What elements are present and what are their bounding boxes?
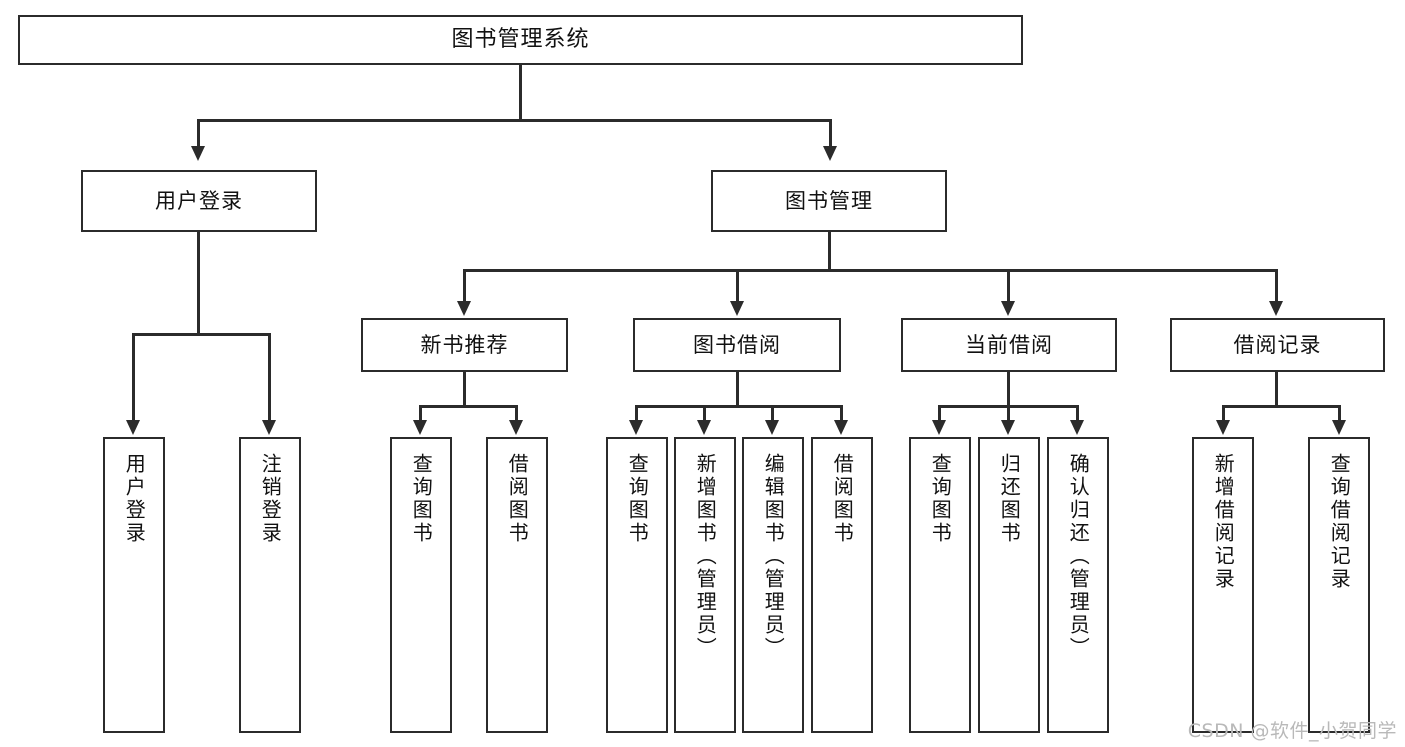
node-label: 图书管理 xyxy=(785,188,873,213)
node-label: 借阅记录 xyxy=(1233,332,1322,357)
leaf-new-book-query[interactable]: 查询图书 xyxy=(390,437,452,733)
connector-bb-leg-4 xyxy=(840,405,843,422)
node-label: 图书管理系统 xyxy=(451,27,590,53)
arrowhead-current-borrow xyxy=(1001,301,1015,316)
node-label: 新书推荐 xyxy=(420,332,509,357)
connector-new-book-bus xyxy=(419,405,517,408)
leaf-logout[interactable]: 注销登录 xyxy=(239,437,301,733)
arrowhead-new-book-rec xyxy=(457,301,471,316)
node-label: 查询图书 xyxy=(928,453,953,545)
arrowhead-br-leaf-1 xyxy=(1216,420,1230,435)
connector-level3-leg-3 xyxy=(1007,269,1010,303)
node-label: 借阅图书 xyxy=(830,453,855,545)
node-label: 确认归还（管理员） xyxy=(1066,453,1091,660)
connector-borrow-record-bus xyxy=(1222,405,1340,408)
connector-root-stem xyxy=(519,65,522,121)
node-label: 归还图书 xyxy=(997,453,1022,545)
arrowhead-leaf-logout xyxy=(262,420,276,435)
connector-user-login-stem xyxy=(197,232,200,335)
node-label: 查询图书 xyxy=(625,453,650,545)
node-label: 查询借阅记录 xyxy=(1327,453,1352,591)
arrowhead-book-manage xyxy=(823,146,837,161)
leaf-current-query[interactable]: 查询图书 xyxy=(909,437,971,733)
arrowhead-leaf-user-login xyxy=(126,420,140,435)
leaf-user-login[interactable]: 用户登录 xyxy=(103,437,165,733)
connector-book-borrow-bus xyxy=(635,405,842,408)
connector-level3-bus xyxy=(463,269,1277,272)
arrowhead-cb-leaf-3 xyxy=(1070,420,1084,435)
connector-borrow-record-stem xyxy=(1275,372,1278,407)
arrowhead-cb-leaf-1 xyxy=(932,420,946,435)
connector-book-borrow-stem xyxy=(736,372,739,407)
connector-book-management-stem xyxy=(828,232,831,271)
arrowhead-bb-leaf-3 xyxy=(765,420,779,435)
connector-level3-leg-1 xyxy=(463,269,466,303)
arrowhead-nb-leaf-1 xyxy=(413,420,427,435)
arrowhead-bb-leaf-1 xyxy=(629,420,643,435)
connector-level1-bus xyxy=(197,119,831,122)
node-label: 图书借阅 xyxy=(693,332,781,357)
connector-bb-leg-1 xyxy=(635,405,638,422)
node-label: 当前借阅 xyxy=(965,332,1053,357)
leaf-current-return[interactable]: 归还图书 xyxy=(978,437,1040,733)
connector-br-leg-1 xyxy=(1222,405,1225,422)
arrowhead-book-borrow xyxy=(730,301,744,316)
node-label: 新增图书（管理员） xyxy=(693,453,718,660)
node-label: 注销登录 xyxy=(258,453,283,545)
leaf-book-add-admin[interactable]: 新增图书（管理员） xyxy=(674,437,736,733)
connector-cb-leg-3 xyxy=(1076,405,1079,422)
node-current-borrow[interactable]: 当前借阅 xyxy=(901,318,1117,372)
arrowhead-nb-leaf-2 xyxy=(509,420,523,435)
node-book-borrow[interactable]: 图书借阅 xyxy=(633,318,841,372)
connector-new-book-leg-1 xyxy=(419,405,422,422)
node-user-login[interactable]: 用户登录 xyxy=(81,170,317,232)
leaf-new-book-borrow[interactable]: 借阅图书 xyxy=(486,437,548,733)
connector-cb-leg-2 xyxy=(1007,405,1010,422)
connector-level3-leg-4 xyxy=(1275,269,1278,303)
leaf-record-query[interactable]: 查询借阅记录 xyxy=(1308,437,1370,733)
connector-user-login-leg-1 xyxy=(132,333,135,422)
connector-level1-leg-left xyxy=(197,119,200,148)
node-label: 新增借阅记录 xyxy=(1211,453,1236,591)
node-label: 用户登录 xyxy=(122,453,147,545)
leaf-book-query[interactable]: 查询图书 xyxy=(606,437,668,733)
node-new-book-recommend[interactable]: 新书推荐 xyxy=(361,318,568,372)
connector-level1-leg-right xyxy=(829,119,832,148)
csdn-watermark: CSDN @软件_小贺同学 xyxy=(1187,720,1397,742)
node-book-management[interactable]: 图书管理 xyxy=(711,170,947,232)
connector-cb-leg-1 xyxy=(938,405,941,422)
arrowhead-user-login xyxy=(191,146,205,161)
connector-bb-leg-3 xyxy=(771,405,774,422)
node-label: 用户登录 xyxy=(155,188,243,213)
leaf-current-confirm-admin[interactable]: 确认归还（管理员） xyxy=(1047,437,1109,733)
node-label: 借阅图书 xyxy=(505,453,530,545)
connector-new-book-stem xyxy=(463,372,466,407)
leaf-book-edit-admin[interactable]: 编辑图书（管理员） xyxy=(742,437,804,733)
connector-new-book-leg-2 xyxy=(515,405,518,422)
leaf-record-add[interactable]: 新增借阅记录 xyxy=(1192,437,1254,733)
arrowhead-bb-leaf-2 xyxy=(697,420,711,435)
connector-br-leg-2 xyxy=(1338,405,1341,422)
connector-level3-leg-2 xyxy=(736,269,739,303)
connector-user-login-bus xyxy=(132,333,270,336)
arrowhead-br-leaf-2 xyxy=(1332,420,1346,435)
connector-user-login-leg-2 xyxy=(268,333,271,422)
arrowhead-borrow-record xyxy=(1269,301,1283,316)
connector-current-borrow-stem xyxy=(1007,372,1010,407)
node-label: 查询图书 xyxy=(409,453,434,545)
arrowhead-bb-leaf-4 xyxy=(834,420,848,435)
node-root-system[interactable]: 图书管理系统 xyxy=(18,15,1023,65)
connector-bb-leg-2 xyxy=(703,405,706,422)
leaf-book-borrow[interactable]: 借阅图书 xyxy=(811,437,873,733)
node-borrow-record[interactable]: 借阅记录 xyxy=(1170,318,1385,372)
arrowhead-cb-leaf-2 xyxy=(1001,420,1015,435)
node-label: 编辑图书（管理员） xyxy=(761,453,786,660)
